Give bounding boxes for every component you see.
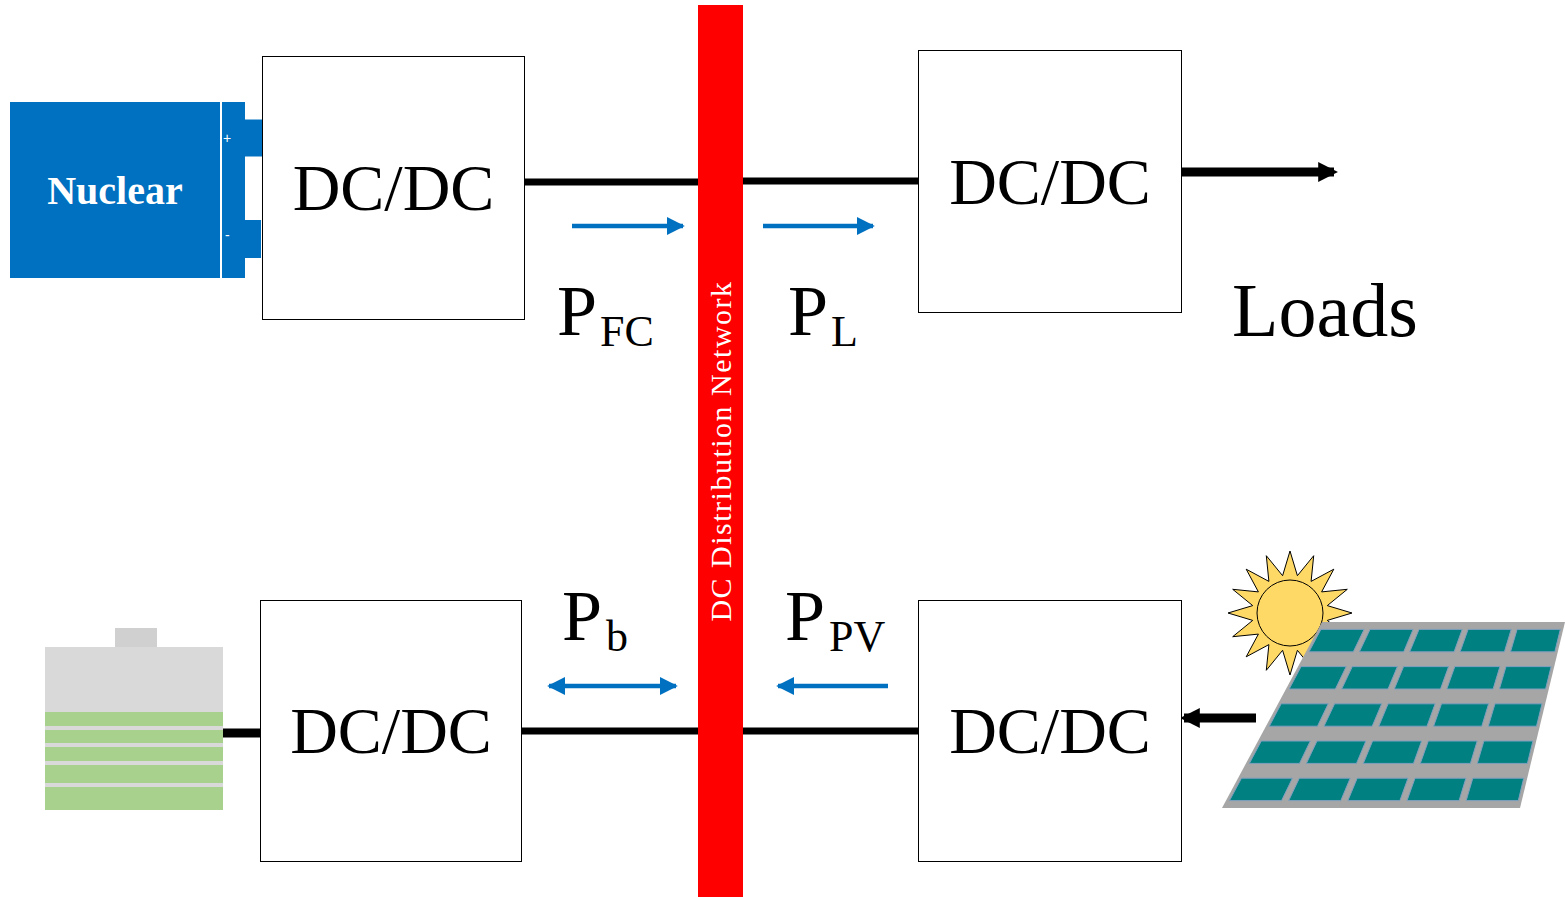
node-label: Nuclear (47, 167, 183, 214)
pv-cell (1434, 704, 1489, 726)
bus-wire (743, 178, 918, 185)
power-subscript: FC (600, 310, 654, 354)
pv-cell (1306, 741, 1366, 763)
converter-box: DC/DC (918, 600, 1182, 862)
input-arrow (1184, 714, 1256, 723)
pv-cell (1363, 741, 1421, 763)
pv-cell (1249, 741, 1310, 763)
output-arrow (1182, 168, 1334, 177)
pv-cell (1511, 629, 1561, 651)
flow-arrow (572, 224, 683, 229)
pv-cell (1359, 629, 1413, 651)
pv-cell (1466, 778, 1524, 800)
power-symbol: P (788, 275, 828, 347)
pv-cell (1324, 704, 1382, 726)
pv-cell (1410, 629, 1463, 651)
pv-cell (1394, 667, 1448, 689)
pv-panel (1222, 622, 1565, 808)
pv-cell (1342, 667, 1398, 689)
pv-cell (1499, 667, 1551, 689)
pv-cell (1447, 667, 1500, 689)
terminal-sign: - (225, 228, 230, 242)
power-symbol: P (562, 580, 602, 652)
pv-cell (1420, 741, 1477, 763)
dc-bus-band: DC Distribution Network (698, 5, 743, 897)
pv-cell (1289, 778, 1351, 800)
power-subscript: b (606, 615, 628, 659)
battery-wire (222, 729, 260, 738)
terminal-tab (245, 120, 262, 157)
flow-arrow (778, 684, 888, 689)
node-label: DC/DC (949, 698, 1151, 764)
converter-box: DC/DC (918, 50, 1182, 313)
flow-arrow (549, 684, 676, 689)
converter-box: DC/DC (262, 56, 525, 320)
power-subscript: PV (829, 615, 885, 659)
power-subscript: L (831, 310, 858, 354)
bus-wire (522, 728, 698, 735)
bus-wire (525, 179, 698, 186)
pv-cell (1289, 667, 1346, 689)
pv-cell (1309, 629, 1364, 651)
power-symbol: P (557, 275, 597, 347)
nuclear-source: Nuclear + - (10, 102, 245, 278)
terminal-tab (245, 220, 261, 258)
battery-icon (45, 628, 223, 810)
power-symbol: P (785, 580, 825, 652)
pv-cell (1460, 629, 1511, 651)
pv-cell (1407, 778, 1466, 800)
pv-cell (1488, 704, 1542, 726)
node-label: DC/DC (949, 149, 1151, 215)
node-label: DC/DC (293, 155, 495, 221)
load-label: Loads (1232, 272, 1418, 348)
bus-wire (743, 728, 918, 735)
converter-box: DC/DC (260, 600, 522, 862)
pv-cell (1230, 778, 1293, 800)
pv-cell (1348, 778, 1408, 800)
flow-arrow (763, 224, 873, 229)
pv-cell (1379, 704, 1435, 726)
node-label: DC/DC (290, 698, 492, 764)
pv-cell (1477, 741, 1533, 763)
bus-label: DC Distribution Network (704, 280, 738, 621)
pv-cell (1269, 704, 1328, 726)
terminal-sign: + (223, 131, 231, 145)
